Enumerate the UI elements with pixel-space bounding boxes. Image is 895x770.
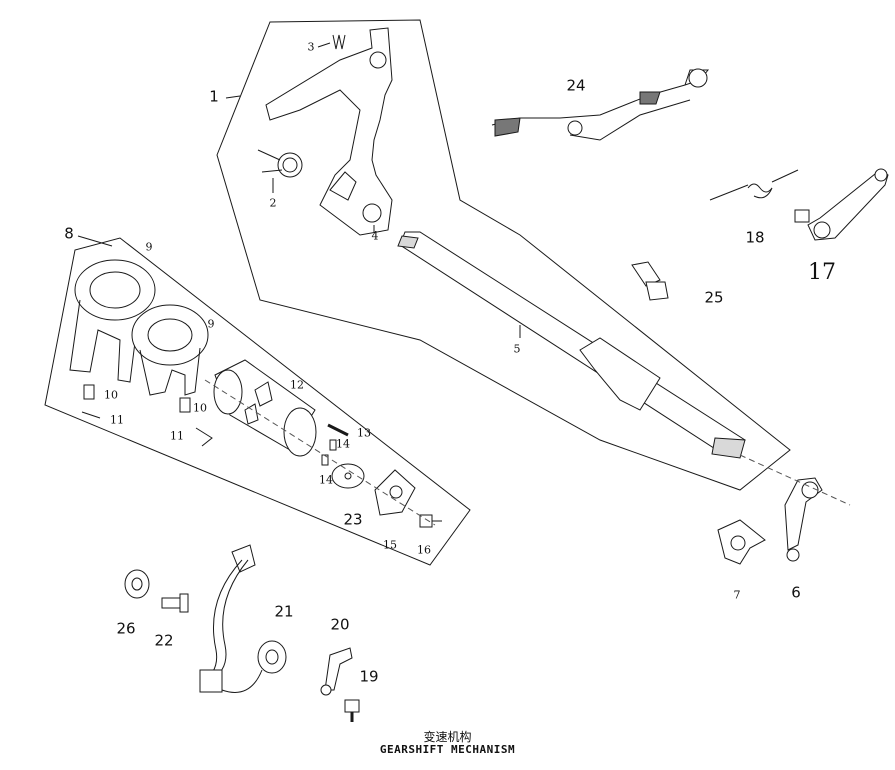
callout-22: 22: [154, 631, 174, 650]
part-21-neutral-switch: [199, 544, 287, 693]
leader-line-1: [225, 95, 241, 99]
group-outline-1: [216, 19, 791, 491]
part-22-screw: [161, 593, 189, 613]
caption-chinese: 变速机构: [423, 730, 472, 744]
centerline-drum: [204, 379, 436, 526]
part-15-segment-cam: [374, 469, 416, 516]
callout-16: 16: [417, 543, 431, 557]
callout-5: 5: [513, 342, 521, 356]
callout-11-right: 11: [170, 429, 184, 443]
leader-line-8: [77, 235, 113, 247]
callout-13: 13: [357, 426, 371, 440]
group-outline-8: [44, 237, 471, 566]
part-9-shift-fork-right: [131, 304, 209, 396]
part-12-shift-drum: [213, 359, 317, 457]
part-7-cam-plate: [717, 519, 766, 565]
callout-18: 18: [745, 228, 765, 247]
part-24-gear-pedal: [491, 68, 710, 141]
callout-4: 4: [371, 229, 379, 243]
callout-14-a: 14: [336, 437, 350, 451]
part-11-clip-left: [81, 411, 101, 419]
callout-2: 2: [269, 196, 277, 210]
part-25-pivot-pin: [631, 261, 669, 301]
callout-12: 12: [290, 378, 304, 392]
callout-15: 15: [383, 538, 397, 552]
callout-11-left: 11: [110, 413, 124, 427]
callout-10-left: 10: [104, 388, 118, 402]
callout-19: 19: [359, 667, 379, 686]
part-18-return-spring: [709, 169, 799, 201]
callout-25: 25: [704, 288, 724, 307]
part-1-shift-lever: [265, 27, 393, 236]
callout-1: 1: [209, 87, 219, 106]
caption-english: GEARSHIFT MECHANISM: [379, 743, 516, 756]
part-17-shift-arm: [794, 168, 889, 241]
part-13-pin: [327, 423, 349, 437]
part-19-bolt: [344, 699, 360, 722]
centerline-shaft: [739, 454, 851, 506]
callout-9-left: 9: [145, 240, 153, 254]
part-26-washer: [124, 569, 150, 599]
callout-7: 7: [733, 588, 741, 602]
callout-6: 6: [791, 583, 801, 602]
part-16-bolt: [419, 514, 442, 528]
part-23-drum-plate: [331, 463, 365, 489]
part-20-bracket: [320, 647, 353, 696]
callout-10-right: 10: [193, 401, 207, 415]
callout-23: 23: [343, 510, 363, 529]
part-14-pin-a: [329, 439, 337, 451]
callout-21: 21: [274, 602, 294, 621]
part-2-torsion-spring: [257, 149, 303, 193]
part-5-shift-shaft: [397, 231, 746, 459]
callout-26: 26: [116, 619, 136, 638]
callout-17: 17: [808, 260, 836, 285]
callout-3: 3: [307, 40, 315, 54]
callout-14-b: 14: [319, 473, 333, 487]
part-10-pin-left: [83, 384, 95, 400]
part-14-pin-b: [321, 454, 329, 466]
callout-20: 20: [330, 615, 350, 634]
callout-9-right: 9: [207, 317, 215, 331]
part-6-stopper-arm: [784, 477, 823, 562]
part-3-spring: [317, 34, 346, 50]
part-9-shift-fork-left: [69, 259, 156, 383]
callout-24: 24: [566, 76, 586, 95]
callout-8: 8: [64, 224, 74, 243]
part-11-clip-right: [195, 427, 213, 447]
part-10-pin-right: [179, 397, 191, 413]
